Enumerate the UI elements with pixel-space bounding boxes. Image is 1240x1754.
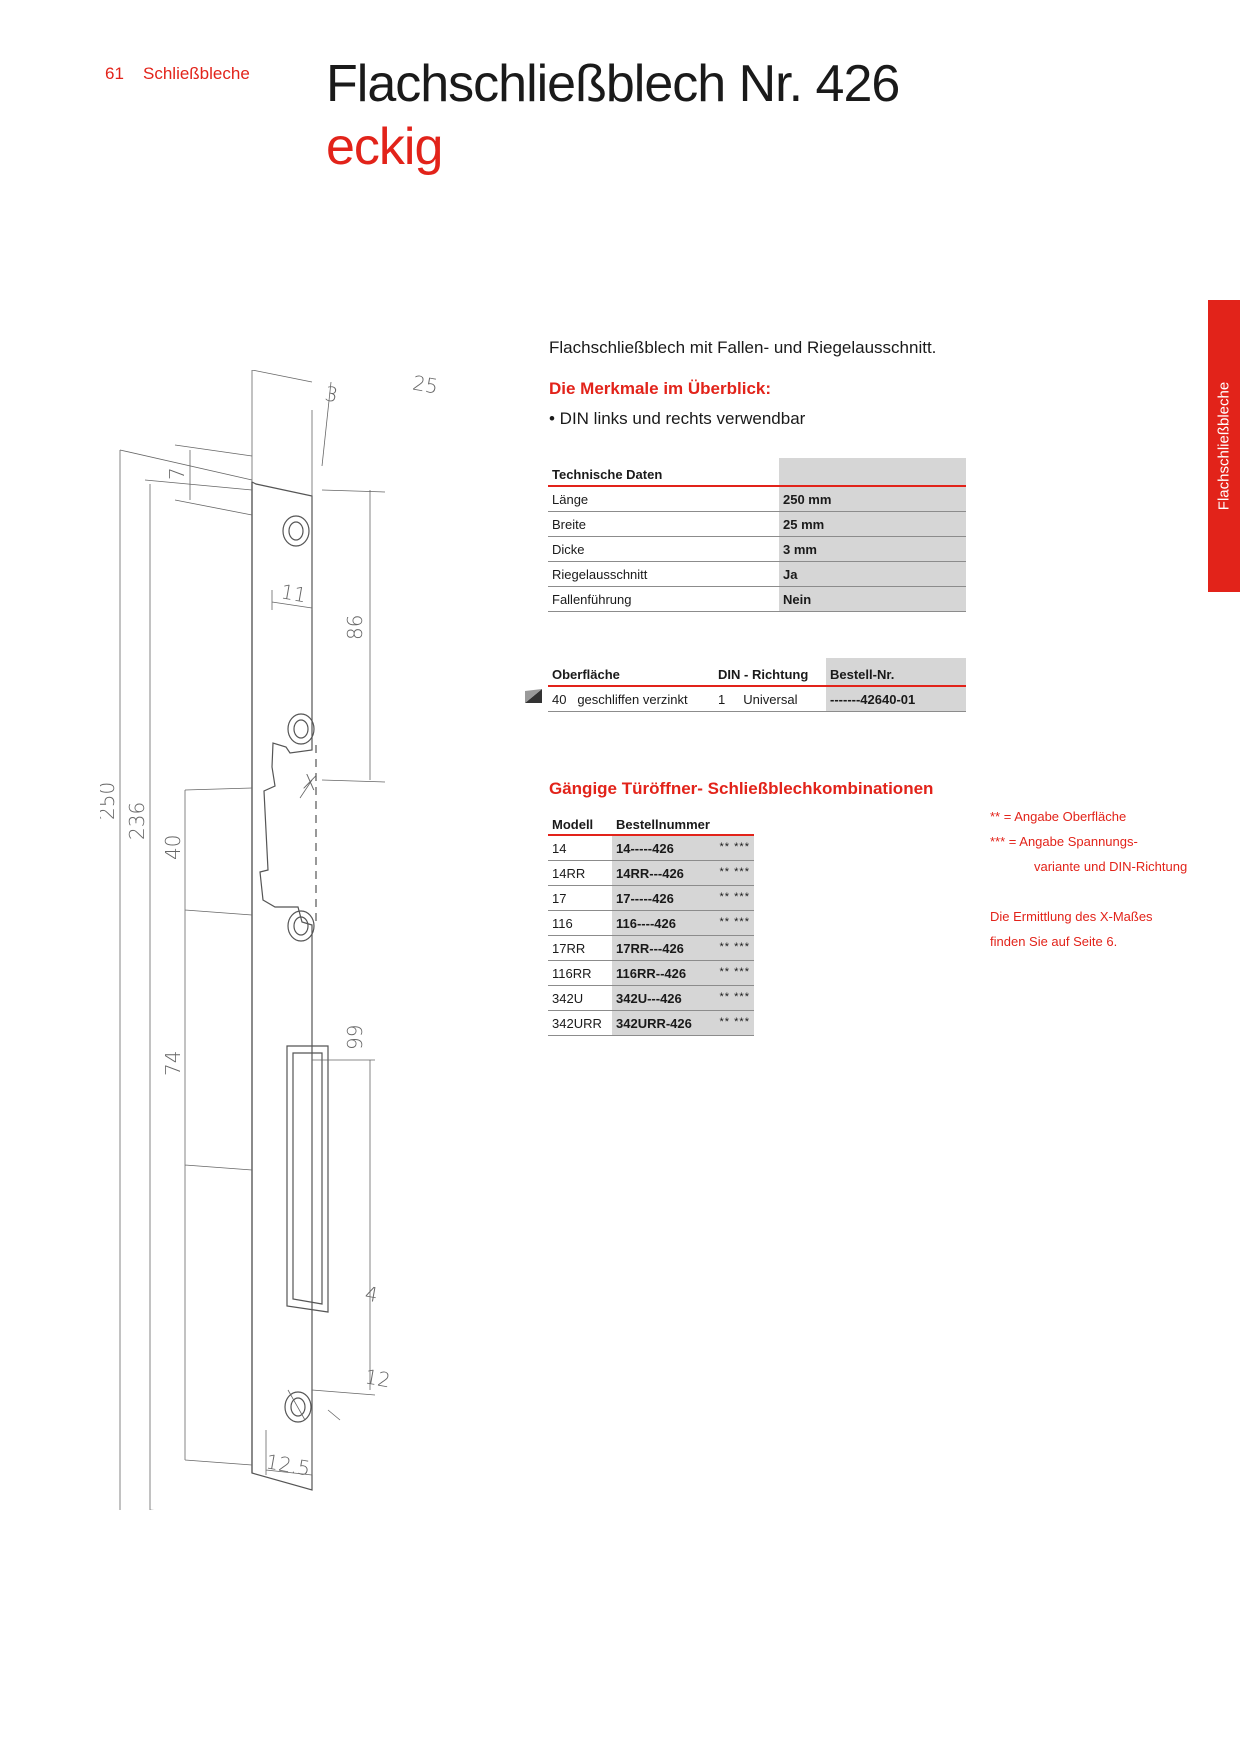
tech-label: Dicke — [548, 536, 779, 562]
note-voltage: *** = Angabe Spannungs- — [990, 834, 1138, 849]
combo-header-model: Modell — [548, 810, 612, 836]
surface-header-order: Bestell-Nr. — [826, 658, 966, 687]
surface-name: geschliffen verzinkt — [577, 691, 688, 707]
surface-header-din: DIN - Richtung — [714, 658, 826, 687]
surface-header: Oberfläche DIN - Richtung Bestell-Nr. — [548, 658, 966, 687]
dim-thickness: 3 — [323, 381, 340, 407]
bolt-cutout — [286, 1045, 329, 1313]
combo-order: 116----426** *** — [612, 910, 754, 936]
dim-g: 12.5 — [264, 1449, 312, 1480]
dim-top: 7 — [165, 467, 189, 480]
table-row: 40 geschliffen verzinkt 1 Universal ----… — [548, 686, 966, 712]
combo-model: 14RR — [548, 860, 612, 886]
page-number: 61 — [105, 64, 124, 83]
tech-value: Ja — [779, 561, 966, 587]
dim-slot: 11 — [279, 579, 308, 607]
dim-a: 86 — [343, 615, 367, 640]
hole-middle — [287, 713, 315, 745]
side-tab-label: Flachschließbleche — [1215, 381, 1233, 511]
tech-label: Riegelausschnitt — [548, 561, 779, 587]
hole-bottom — [284, 1391, 312, 1423]
dim-d: 74 — [161, 1051, 185, 1076]
tech-label: Fallenführung — [548, 586, 779, 612]
combo-order: 116RR--426** *** — [612, 960, 754, 986]
dim-total: 250 — [100, 782, 119, 820]
combos-heading: Gängige Türöffner- Schließblechkombinati… — [549, 779, 934, 798]
note-surface: ** = Angabe Oberfläche — [990, 809, 1127, 824]
dim-b: 40 — [161, 835, 185, 860]
combo-model: 342URR — [548, 1010, 612, 1036]
combo-model: 14 — [548, 835, 612, 861]
combo-order: 17-----426** *** — [612, 885, 754, 911]
tech-header-value — [779, 458, 966, 487]
side-tab[interactable]: Flachschließbleche — [1208, 300, 1240, 592]
intro-text: Flachschließblech mit Fallen- und Riegel… — [549, 338, 937, 357]
features-heading: Die Merkmale im Überblick: — [549, 379, 772, 398]
technical-drawing: 25 3 7 11 86 X 250 236 40 99 74 4 12 12.… — [100, 370, 440, 1510]
surface-swatch-icon — [525, 689, 542, 703]
combo-order: 14RR---426** *** — [612, 860, 754, 886]
section-name: Schließbleche — [143, 64, 250, 83]
surface-finish: 40 geschliffen verzinkt — [548, 686, 714, 712]
surface-order: -------42640-01 — [826, 686, 966, 712]
note-voltage-cont: variante und DIN-Richtung — [1034, 859, 1188, 874]
surface-din: 1 Universal — [714, 686, 826, 712]
tech-header: Technische Daten — [548, 458, 966, 487]
note-x-measure: Die Ermittlung des X-Maßes — [990, 909, 1153, 924]
combo-model: 116 — [548, 910, 612, 936]
combo-model: 116RR — [548, 960, 612, 986]
dim-width: 25 — [411, 371, 440, 399]
dim-c: 99 — [343, 1025, 367, 1050]
din-name: Universal — [743, 691, 798, 707]
dim-inner: 236 — [125, 802, 149, 840]
dim-e: 4 — [363, 1281, 380, 1307]
surface-table: Oberfläche DIN - Richtung Bestell-Nr. 40… — [548, 658, 966, 712]
tech-value: 250 mm — [779, 486, 966, 512]
hole-top — [282, 515, 310, 547]
plate-outline — [251, 481, 313, 1491]
page-subtitle: eckig — [326, 118, 443, 176]
tech-value: 3 mm — [779, 536, 966, 562]
combo-order: 342U---426** *** — [612, 985, 754, 1011]
surface-header-finish: Oberfläche — [548, 658, 714, 687]
din-code: 1 — [718, 691, 726, 707]
combo-model: 17 — [548, 885, 612, 911]
tech-label: Länge — [548, 486, 779, 512]
tech-value: 25 mm — [779, 511, 966, 537]
combo-header: Modell Bestellnummer — [548, 810, 754, 836]
tech-value: Nein — [779, 586, 966, 612]
surface-code: 40 — [552, 691, 567, 707]
combo-order: 14-----426** *** — [612, 835, 754, 861]
feature-item: • DIN links und rechts verwendbar — [549, 409, 806, 428]
page-title: Flachschließblech Nr. 426 — [326, 55, 900, 113]
tech-label: Breite — [548, 511, 779, 537]
hole-mid-lower — [287, 910, 315, 942]
dim-x: X — [301, 769, 319, 795]
combo-header-order: Bestellnummer — [612, 810, 754, 836]
dim-f: 12 — [363, 1364, 392, 1392]
combo-order: 17RR---426** *** — [612, 935, 754, 961]
tech-heading: Technische Daten — [548, 458, 779, 487]
combo-order: 342URR-426** *** — [612, 1010, 754, 1036]
combo-model: 342U — [548, 985, 612, 1011]
note-x-measure-cont: finden Sie auf Seite 6. — [990, 934, 1118, 949]
combo-model: 17RR — [548, 935, 612, 961]
